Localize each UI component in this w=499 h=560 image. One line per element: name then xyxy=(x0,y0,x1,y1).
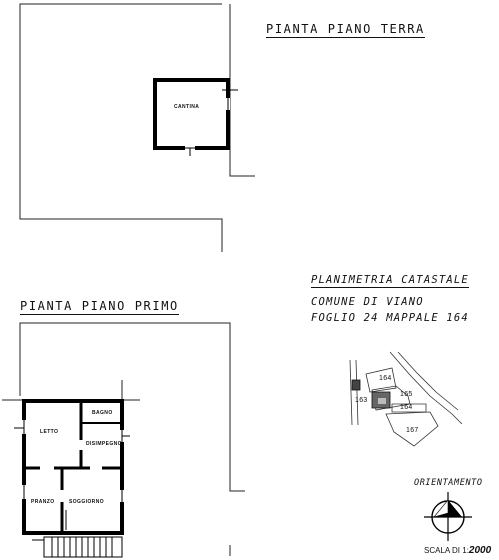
room-label-disimpegno: DISIMPEGNO xyxy=(86,441,122,447)
cadastral-title: PLANIMETRIA CATASTALE xyxy=(311,274,469,288)
room-label-cantina: CANTINA xyxy=(174,104,200,110)
municipality-label: COMUNE DI VIANO xyxy=(311,296,424,308)
ground-floor-title: PIANTA PIANO TERRA xyxy=(266,22,425,38)
parcel-label-163: 163 xyxy=(355,397,368,404)
scale-prefix: SCALA DI 1: xyxy=(424,546,469,555)
room-label-soggiorno: SOGGIORNO xyxy=(69,499,104,505)
orientation-label: ORIENTAMENTO xyxy=(414,478,483,488)
scale-label: SCALA DI 1:2000 xyxy=(424,545,491,556)
room-label-letto: LETTO xyxy=(40,429,59,435)
parcel-label-167: 167 xyxy=(406,427,419,434)
first-floor-lot-outline xyxy=(2,322,245,556)
north-arrow-icon xyxy=(424,492,472,541)
cantina-building xyxy=(153,78,238,156)
scale-value: 2000 xyxy=(468,545,492,556)
parcel-label-165: 165 xyxy=(400,391,413,398)
sheet-parcel-label: FOGLIO 24 MAPPALE 164 xyxy=(311,312,469,324)
parcel-label-164-bottom: 164 xyxy=(400,404,413,411)
first-floor-title: PIANTA PIANO PRIMO xyxy=(20,299,179,315)
first-floor-building xyxy=(14,399,130,535)
parcel-label-164-top: 164 xyxy=(379,375,392,382)
room-label-bagno: BAGNO xyxy=(92,410,113,416)
room-label-pranzo: PRANZO xyxy=(31,499,55,505)
ground-floor-lot-outline xyxy=(19,3,255,252)
cadastral-map xyxy=(349,351,463,447)
external-staircase xyxy=(32,536,123,558)
